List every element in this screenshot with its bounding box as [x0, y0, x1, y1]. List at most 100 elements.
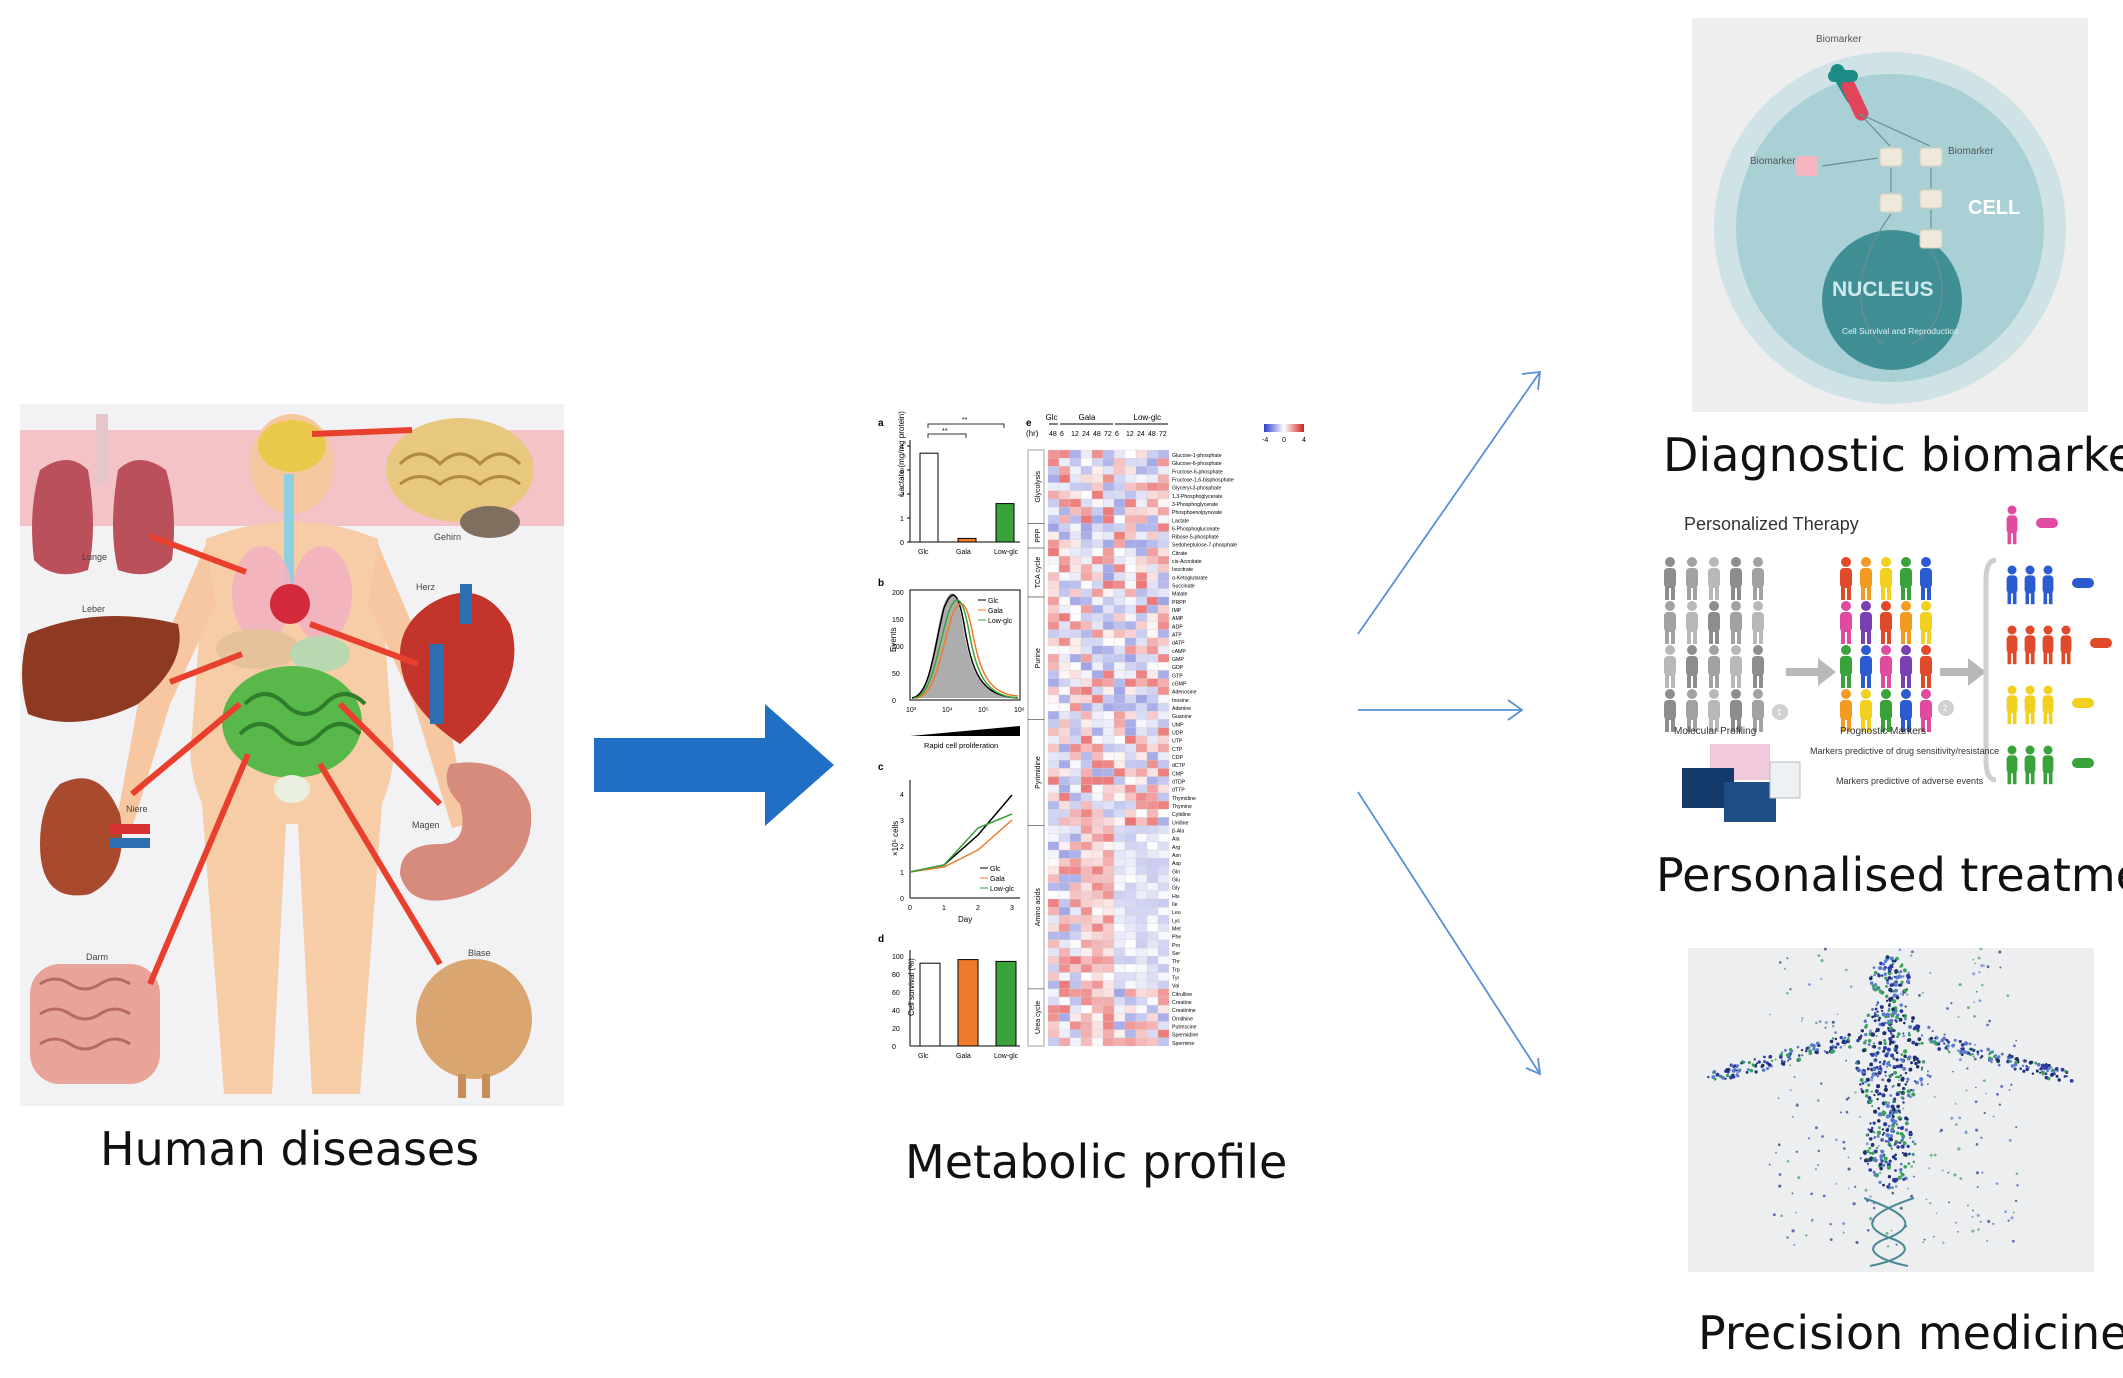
heatmap-timepoint: 48 [1049, 431, 1057, 438]
heatmap-metabolite-label: Arg [1172, 845, 1180, 851]
precision-svg [1707, 948, 2074, 1267]
label-magen: Magen [412, 820, 440, 830]
heatmap-timepoint: 24 [1082, 431, 1090, 438]
panel-b-glc-line [911, 594, 1019, 699]
label-molecular-profiling: Molecular Profiling [1674, 726, 1756, 737]
c-ytick: 1 [900, 870, 904, 877]
heatmap-metabolite-label: ATP [1172, 633, 1182, 639]
heatmap-metabolite-label: UDP [1172, 731, 1183, 737]
heatmap-metabolite-label: GMP [1172, 657, 1184, 663]
b-xtick: 10³ [906, 707, 917, 714]
heatmap-metabolite-label: PRPP [1172, 600, 1187, 606]
d-category: Glc [918, 1053, 929, 1060]
panel-c-gala-line [909, 819, 1013, 873]
caption-diagnostic-biomarkers: Diagnostic biomarkers [1663, 428, 2123, 482]
heatmap-metabolite-label: Malate [1172, 592, 1188, 598]
heatmap-metabolite-label: Gly [1172, 886, 1180, 892]
c-xtick: 3 [1010, 905, 1014, 912]
cell-survival-label: Cell Survival and Reproduction [1842, 326, 1959, 336]
heatmap-hr-label: (hr) [1026, 429, 1039, 438]
heatmap-metabolite-label: β-Ala [1172, 829, 1184, 835]
heatmap-metabolite-label: 6-Phosphogluconate [1172, 526, 1220, 532]
heatmap-group-label: Gala [1079, 413, 1096, 422]
a-ytick: 0 [900, 540, 904, 547]
heatmap-metabolite-label: Gln [1172, 869, 1180, 875]
d-ytick: 80 [892, 972, 900, 979]
nucleus-label: NUCLEUS [1832, 278, 1934, 301]
heatmap-metabolite-label: Succinate [1172, 584, 1195, 590]
biomarker-svg: Biomarker Biomarker Biomarker CELL NUCLE… [1714, 34, 2066, 404]
step-2: 2 [1943, 704, 1948, 713]
heart-organ [400, 584, 515, 744]
panel-letter-e: e [1026, 418, 1032, 429]
heatmap-metabolite-label: cis-Aconitate [1172, 559, 1202, 565]
heatmap-metabolite-label: Citrate [1172, 551, 1187, 557]
heatmap-timepoint: 48 [1148, 431, 1156, 438]
label-gehirn: Gehirn [434, 532, 461, 542]
a-ytick: 3 [900, 468, 904, 475]
heatmap-metabolite-label: Ile [1172, 902, 1178, 908]
heart-small [270, 584, 310, 624]
heatmap-metabolite-label: cAMP [1172, 649, 1186, 655]
panel-b-legend-lowglc: Low-glc [988, 618, 1013, 625]
heatmap-timepoint: 72 [1159, 431, 1167, 438]
heatmap-timepoint: 12 [1071, 431, 1079, 438]
panel-b-legend-gala: Gala [988, 608, 1003, 615]
heatmap-metabolite-label: Asn [1172, 853, 1181, 859]
dna-helix [1863, 1197, 1915, 1267]
c-ytick: 2 [900, 844, 904, 851]
heatmap-metabolite-label: Inosine [1172, 698, 1189, 704]
heatmap-metabolite-label: Ala [1172, 837, 1180, 843]
brain-small [258, 420, 326, 472]
panel-letter-d: d [878, 934, 884, 945]
label-darm: Darm [86, 952, 108, 962]
heatmap-pathway-label: Glycolysis [1035, 470, 1042, 502]
heatmap-metabolite-label: Sedoheptulose-7-phosphate [1172, 543, 1237, 549]
heatmap-pathway-label: PPP [1035, 528, 1042, 542]
c-ytick: 4 [900, 792, 904, 799]
heatmap-metabolite-label: Tyr [1172, 975, 1179, 981]
panel-c-legend-gala: Gala [990, 876, 1005, 883]
organ-arrows [130, 427, 443, 986]
diverging-arrows [1357, 370, 1542, 1076]
stomach-organ [400, 762, 532, 901]
anatomy-svg: Lunge Gehirn Leber Herz Niere Magen Darm… [20, 414, 564, 1098]
heatmap-metabolite-label: Cytidine [1172, 812, 1191, 818]
intestine-organ [30, 964, 160, 1084]
heatmap-metabolite-label: Glucose-6-phosphate [1172, 461, 1222, 467]
heatmap-timepoint: 24 [1137, 431, 1145, 438]
b-ytick: 50 [892, 671, 900, 678]
microarray-image-2 [1724, 782, 1776, 822]
heatmap-metabolite-label: Thymine [1172, 804, 1192, 810]
b-xtick: 10⁵ [978, 707, 989, 714]
panel-b-legend-glc: Glc [988, 598, 999, 605]
heatmap-metabolite-label: Asp [1172, 861, 1181, 867]
heatmap-metabolite-label: Lys [1172, 918, 1180, 924]
heatmap-metabolite-label: Adenine [1172, 706, 1191, 712]
heatmap-metabolite-label: UMP [1172, 722, 1184, 728]
heatmap-pathway-label: Amino acids [1035, 888, 1042, 927]
heatmap-metabolite-label: Isocitrate [1172, 567, 1193, 573]
b-ytick: 200 [892, 590, 904, 597]
label-blase: Blase [468, 948, 491, 958]
heatmap-metabolite-label: UTP [1172, 739, 1183, 745]
heatmap-metabolite-label: Glu [1172, 877, 1180, 883]
precision-medicine-illustration [1688, 948, 2094, 1272]
biomarker-pink-box [1796, 156, 1818, 176]
panel-a-ylabel: Lactate (mg/mg protein) [897, 411, 906, 496]
heatmap-pathway-label: Pyrimidine [1035, 756, 1042, 789]
heatmap-group-label: Glc [1046, 413, 1058, 422]
heatmap-metabolite-label: GDP [1172, 665, 1184, 671]
heatmap-metabolite-label: Phosphoenolpyruvate [1172, 510, 1222, 516]
panel-c-lowglc-line [909, 813, 1013, 873]
heatmap-metabolite-label: GTP [1172, 673, 1183, 679]
d-ytick: 100 [892, 954, 904, 961]
heatmap-metabolite-label: dCTP [1172, 763, 1186, 769]
heatmap-scale-tick: -4 [1262, 437, 1268, 444]
c-xtick: 1 [942, 905, 946, 912]
